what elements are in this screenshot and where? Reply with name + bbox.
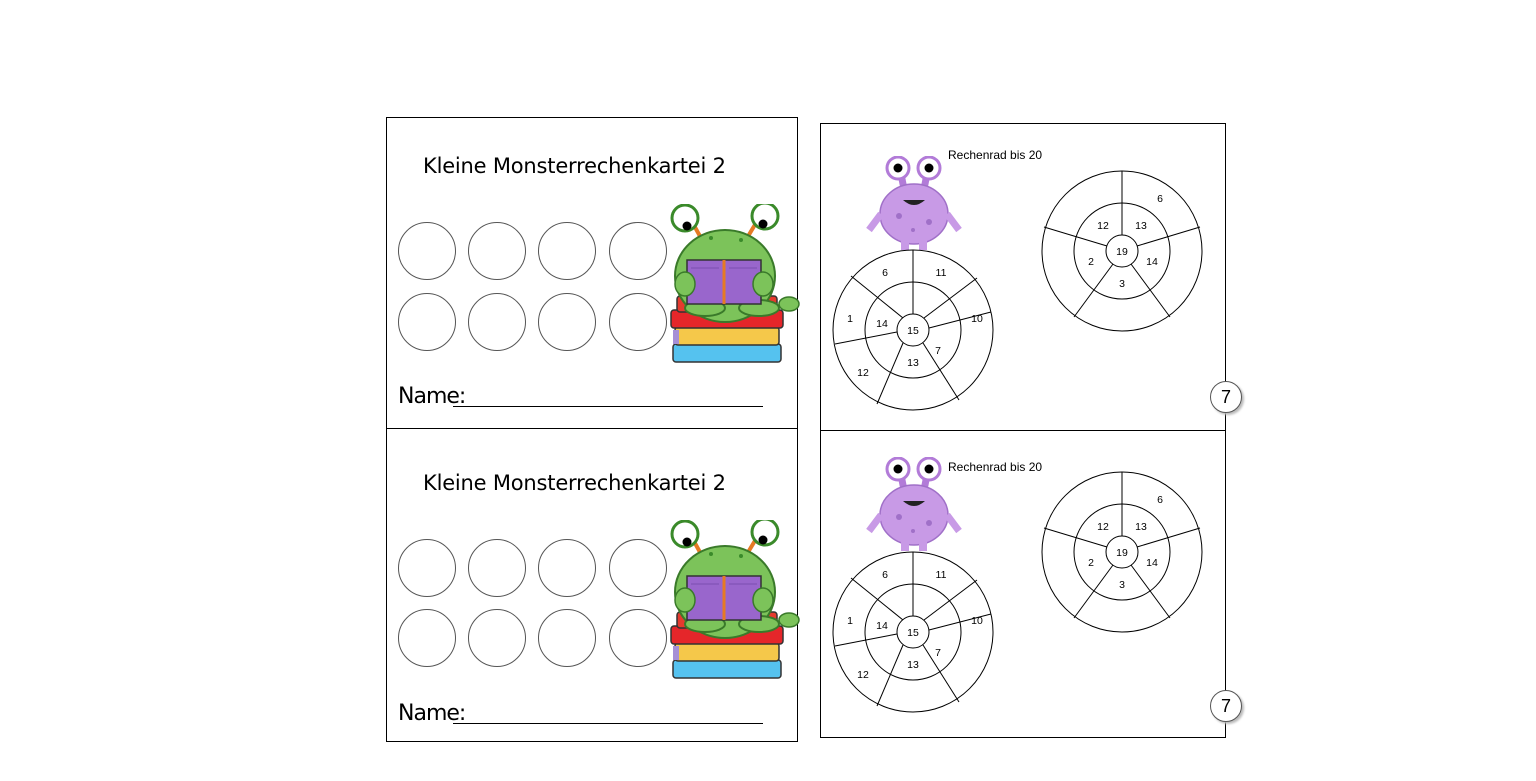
page-number-badge: 7	[1210, 690, 1242, 722]
wheel-inner: 13	[1135, 521, 1147, 533]
wheel-inner: 12	[1097, 521, 1109, 533]
wheel-inner: 7	[935, 647, 941, 659]
calc-wheel-b: 19 12 13 2 14 3 6	[1041, 170, 1203, 332]
wheel-outer: 6	[882, 267, 888, 279]
task-circle[interactable]	[398, 293, 456, 351]
task-circle[interactable]	[609, 222, 667, 280]
wheel-outer: 11	[936, 267, 947, 279]
wheel-inner: 3	[1119, 278, 1125, 290]
wheel-outer: 12	[857, 367, 869, 379]
purple-monster-icon	[866, 457, 962, 551]
wheel-inner: 12	[1097, 220, 1109, 232]
name-label: Name:	[398, 701, 466, 726]
task-circle[interactable]	[398, 539, 456, 597]
card-title: Kleine Monsterrechenkartei 2	[423, 154, 726, 178]
wheel-outer: 10	[971, 615, 983, 627]
task-circle[interactable]	[468, 222, 526, 280]
task-circle[interactable]	[609, 539, 667, 597]
task-circle[interactable]	[398, 222, 456, 280]
wheel-inner: 7	[935, 345, 941, 357]
calc-wheel-a: 15 14 13 7 6 11 1 10 12	[832, 249, 994, 411]
purple-monster-icon	[866, 156, 962, 250]
wheel-inner: 3	[1119, 579, 1125, 591]
task-circle[interactable]	[468, 539, 526, 597]
wheel-inner: 14	[1146, 256, 1158, 268]
exercise-card-2: Rechenrad bis 20 15 14 13 7 6 11 1	[820, 430, 1226, 738]
task-circle[interactable]	[538, 222, 596, 280]
name-underline[interactable]	[453, 723, 763, 724]
wheel-center: 15	[907, 325, 919, 337]
task-circle[interactable]	[609, 293, 667, 351]
calc-wheel-b: 19 12 13 2 14 3 6	[1041, 471, 1203, 633]
wheel-outer: 11	[936, 569, 947, 581]
wheel-inner: 2	[1088, 557, 1094, 569]
wheel-outer: 10	[971, 313, 983, 325]
task-circle[interactable]	[538, 609, 596, 667]
wheel-center: 19	[1116, 246, 1128, 258]
wheel-outer: 6	[1157, 193, 1163, 205]
wheel-outer: 1	[847, 313, 853, 325]
task-circle[interactable]	[538, 293, 596, 351]
wheel-outer: 6	[1157, 494, 1163, 506]
card-title: Kleine Monsterrechenkartei 2	[423, 471, 726, 495]
exercise-card-1: Rechenrad bis 20 15 14 13 7 6 11	[820, 123, 1226, 431]
wheel-center: 15	[907, 627, 919, 639]
cover-card-1: Kleine Monsterrechenkartei 2	[386, 117, 800, 429]
task-circle[interactable]	[538, 539, 596, 597]
calc-wheel-a: 15 14 13 7 6 11 1 10 12	[832, 551, 994, 713]
wheel-title: Rechenrad bis 20	[948, 460, 1043, 474]
task-circle[interactable]	[398, 609, 456, 667]
task-circle[interactable]	[609, 609, 667, 667]
wheel-inner: 13	[907, 357, 919, 369]
green-monster-reading-icon	[670, 520, 800, 679]
wheel-inner: 14	[1146, 557, 1158, 569]
wheel-inner: 13	[907, 659, 919, 671]
wheel-inner: 14	[876, 620, 888, 632]
green-monster-reading-icon	[670, 204, 800, 363]
wheel-title: Rechenrad bis 20	[948, 148, 1043, 162]
task-circle[interactable]	[468, 609, 526, 667]
name-underline[interactable]	[453, 406, 763, 407]
wheel-center: 19	[1116, 547, 1128, 559]
cover-card-2: Kleine Monsterrechenkartei 2 Name:	[386, 428, 800, 742]
wheel-outer: 12	[857, 669, 869, 681]
wheel-inner: 2	[1088, 256, 1094, 268]
wheel-outer: 1	[847, 615, 853, 627]
wheel-inner: 14	[876, 318, 888, 330]
page-number-badge: 7	[1210, 381, 1242, 413]
wheel-inner: 13	[1135, 220, 1147, 232]
name-label: Name:	[398, 384, 466, 409]
task-circle[interactable]	[468, 293, 526, 351]
wheel-outer: 6	[882, 569, 888, 581]
